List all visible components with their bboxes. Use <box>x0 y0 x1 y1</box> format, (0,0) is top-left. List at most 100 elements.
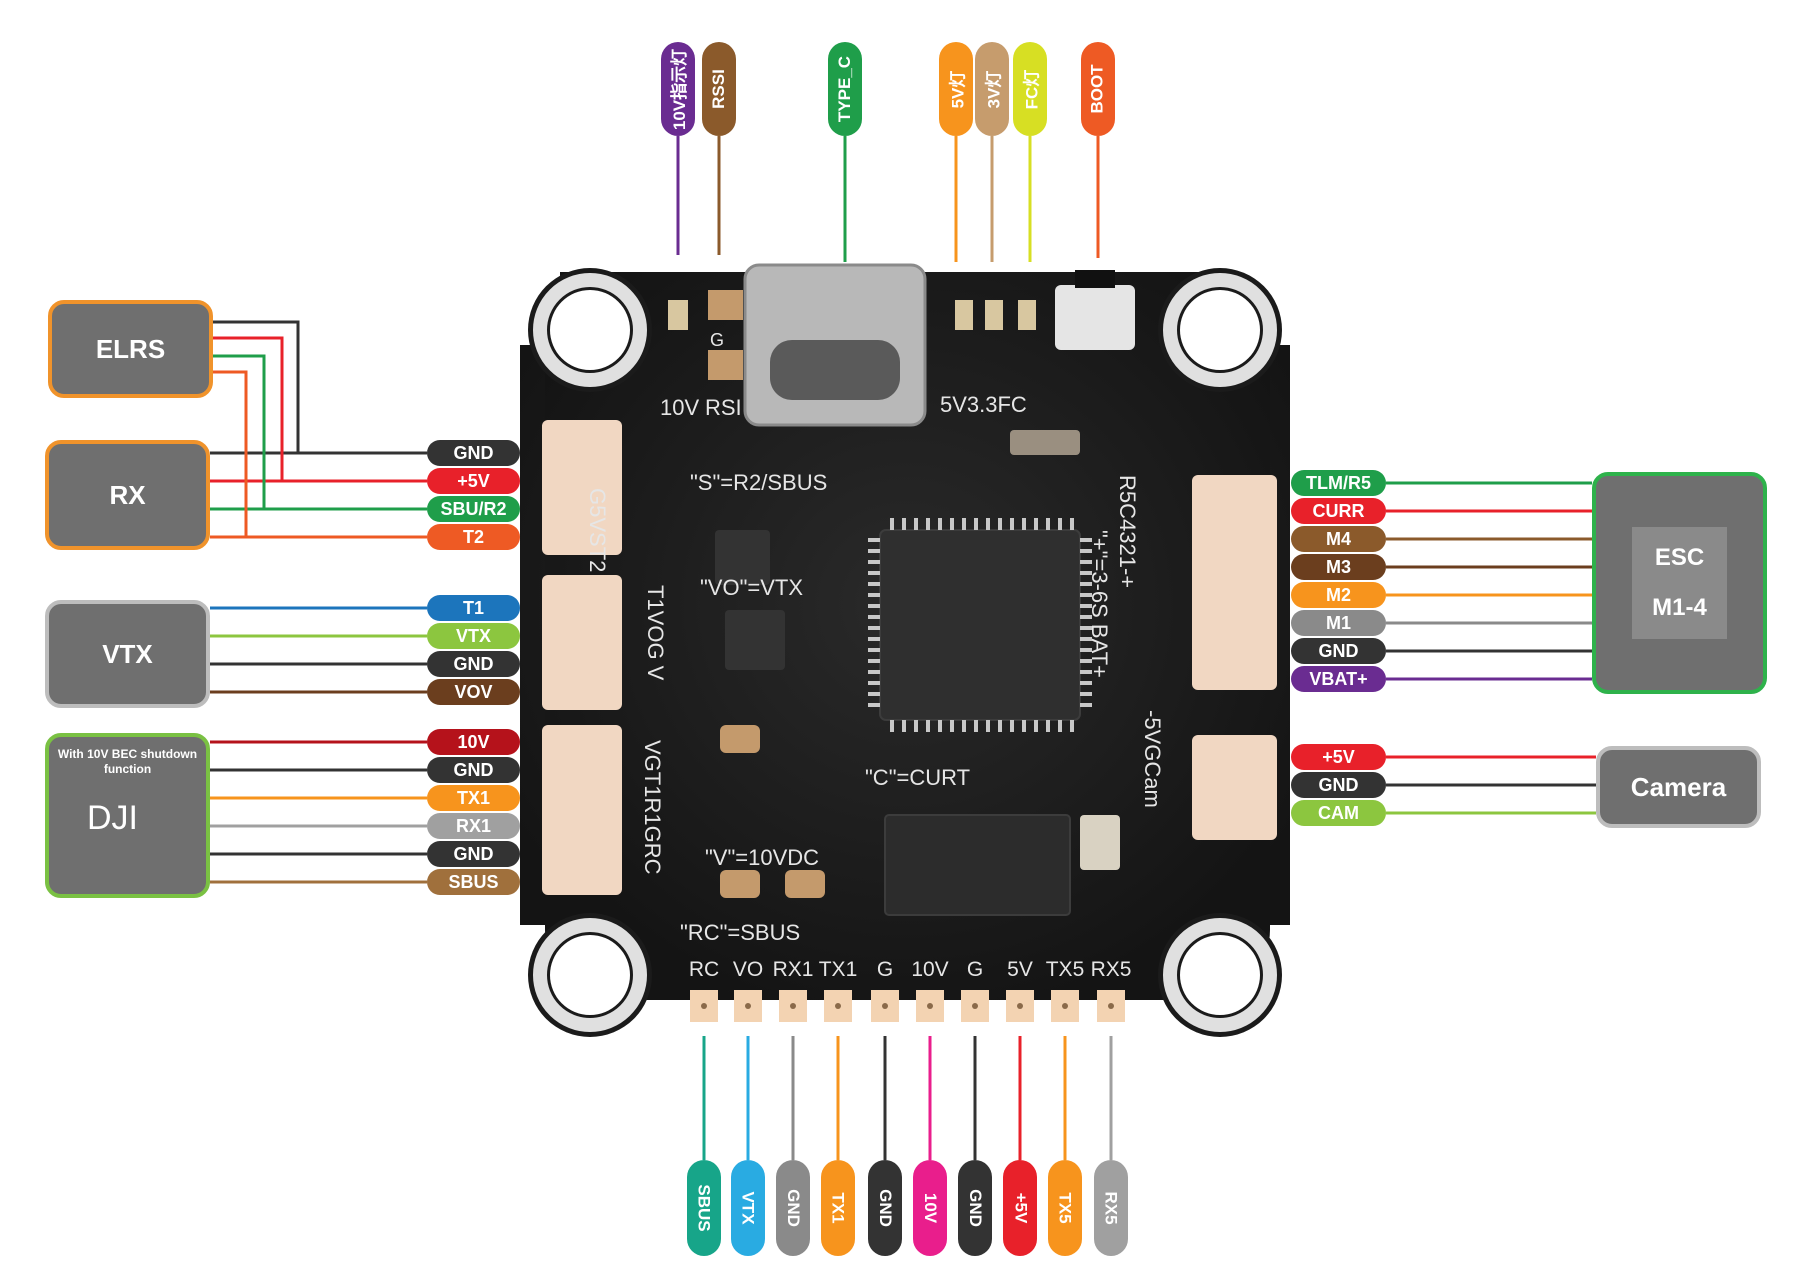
pin-label-bottom-7: +5V <box>1003 1160 1037 1256</box>
pad-label-0: RC <box>688 958 720 981</box>
pin-label-cam-0: +5V <box>1291 744 1386 770</box>
mount-hole-top-left <box>528 268 652 392</box>
pad-label-1: VO <box>732 958 764 981</box>
pin-label-bottom-text-5: 10V <box>921 1192 940 1224</box>
pin-label-vtx-2: GND <box>427 651 520 677</box>
pin-label-rx-t2: T2 <box>427 524 520 550</box>
pin-label-top-1: RSSI <box>702 42 736 136</box>
bottom-pad-hole-6 <box>972 1003 978 1009</box>
pin-label-esc-3: M3 <box>1291 554 1386 580</box>
wire-elrs-0 <box>213 320 300 453</box>
pin-label-bottom-9: RX5 <box>1094 1160 1128 1256</box>
silk-right-1: R5C4321-+ <box>1115 475 1140 589</box>
dji-label: DJI <box>87 799 138 837</box>
pin-label-top-text-5: FC灯 <box>1022 69 1042 109</box>
pin-label-top-2: TYPE_C <box>828 42 862 136</box>
pin-label-bottom-3: TX1 <box>821 1160 855 1256</box>
pin-label-dji-3: RX1 <box>427 813 520 839</box>
silk-top-rsi: RSI <box>705 395 742 420</box>
silk-rc: "RC"=SBUS <box>680 920 801 945</box>
bottom-pad-hole-3 <box>835 1003 841 1009</box>
pin-label-rx-gnd: GND <box>427 440 520 466</box>
connector-right-cam <box>1192 735 1277 840</box>
esc-label: ESC <box>1654 544 1705 571</box>
connector-left-3 <box>542 725 622 895</box>
pin-label-vtx-1: VTX <box>427 623 520 649</box>
dji-box: With 10V BEC shutdown function DJI <box>45 733 210 898</box>
pin-label-rx-sbur2: SBU/R2 <box>427 496 520 522</box>
pin-label-esc-5: M1 <box>1291 610 1386 636</box>
pin-label-bottom-5: 10V <box>913 1160 947 1256</box>
silk-sbus: "S"=R2/SBUS <box>690 470 828 495</box>
pin-label-dji-5: SBUS <box>427 869 520 895</box>
pin-label-top-0: 10V指示灯 <box>661 42 695 136</box>
pin-label-top-text-0: 10V指示灯 <box>670 48 690 130</box>
mount-hole-bottom-right <box>1158 913 1282 1037</box>
wire-elrs-2 <box>213 354 266 509</box>
pin-label-dji-1: GND <box>427 757 520 783</box>
bottom-pad-hole-9 <box>1108 1003 1114 1009</box>
silk-top-g: G <box>710 330 725 350</box>
pin-label-bottom-0: SBUS <box>687 1160 721 1256</box>
boot-button-component <box>1055 285 1135 350</box>
dji-note: With 10V BEC shutdown function <box>57 747 198 776</box>
pin-label-top-3: 5V灯 <box>939 42 973 136</box>
elrs-box: ELRS <box>48 300 213 398</box>
pad-label-2: RX1 <box>772 958 814 981</box>
pin-label-top-text-4: 3V灯 <box>984 70 1004 108</box>
wire-elrs-3 <box>213 370 248 537</box>
pin-label-bottom-text-1: VTX <box>739 1191 758 1225</box>
silk-left-1: G5VST2 <box>585 488 610 573</box>
bottom-pad-hole-2 <box>790 1003 796 1009</box>
pad-label-8: TX5 <box>1045 958 1085 981</box>
mount-hole-top-right <box>1158 268 1282 392</box>
pin-label-esc-2: M4 <box>1291 526 1386 552</box>
silk-right-3: -5VGCam <box>1140 710 1165 808</box>
pad-label-6: G <box>966 958 984 981</box>
pin-label-bottom-text-7: +5V <box>1010 1192 1030 1224</box>
pin-label-bottom-text-6: GND <box>966 1189 985 1227</box>
pin-label-dji-2: TX1 <box>427 785 520 811</box>
silk-vdc: "V"=10VDC <box>705 845 820 870</box>
esc-box: ESC M1-4 <box>1592 472 1767 694</box>
pin-label-dji-0: 10V <box>427 729 520 755</box>
bottom-pad-hole-5 <box>927 1003 933 1009</box>
rx-box: RX <box>45 440 210 550</box>
pin-label-top-6: BOOT <box>1081 42 1115 136</box>
silk-left-2: T1VOG V <box>643 585 668 681</box>
pin-label-esc-0: TLM/R5 <box>1291 470 1386 496</box>
wire-elrs-1 <box>213 336 284 481</box>
bottom-pad-hole-1 <box>745 1003 751 1009</box>
pin-label-bottom-text-3: TX1 <box>829 1192 848 1224</box>
camera-label: Camera <box>1630 771 1727 802</box>
pin-label-vtx-0: T1 <box>427 595 520 621</box>
pin-label-esc-4: M2 <box>1291 582 1386 608</box>
pin-label-bottom-text-4: GND <box>876 1189 895 1227</box>
pad-label-3: TX1 <box>818 958 858 981</box>
pad-label-4: G <box>876 958 894 981</box>
silk-vtx: "VO"=VTX <box>700 575 804 600</box>
esc-motors-label: M1-4 <box>1652 594 1707 621</box>
vtx-box: VTX <box>45 600 210 708</box>
pin-label-top-text-3: 5V灯 <box>948 70 968 108</box>
pin-label-bottom-4: GND <box>868 1160 902 1256</box>
pad-label-7: 5V <box>1007 958 1033 981</box>
silk-top-10v: 10V <box>660 395 700 420</box>
pin-label-bottom-1: VTX <box>731 1160 765 1256</box>
connector-left-2 <box>542 575 622 710</box>
pin-label-cam-1: GND <box>1291 772 1386 798</box>
silk-right-2: "+"=3-6S BAT+ <box>1087 530 1112 678</box>
pin-label-cam-2: CAM <box>1291 800 1386 826</box>
pad-label-9: RX5 <box>1090 958 1132 981</box>
vtx-label: VTX <box>102 638 153 669</box>
pin-label-bottom-text-9: RX5 <box>1101 1191 1121 1225</box>
pin-label-esc-7: VBAT+ <box>1291 666 1386 692</box>
bottom-pad-hole-7 <box>1017 1003 1023 1009</box>
pin-label-bottom-text-2: GND <box>784 1189 803 1227</box>
pin-label-bottom-2: GND <box>776 1160 810 1256</box>
connector-right-esc <box>1192 475 1277 690</box>
pin-label-bottom-6: GND <box>958 1160 992 1256</box>
